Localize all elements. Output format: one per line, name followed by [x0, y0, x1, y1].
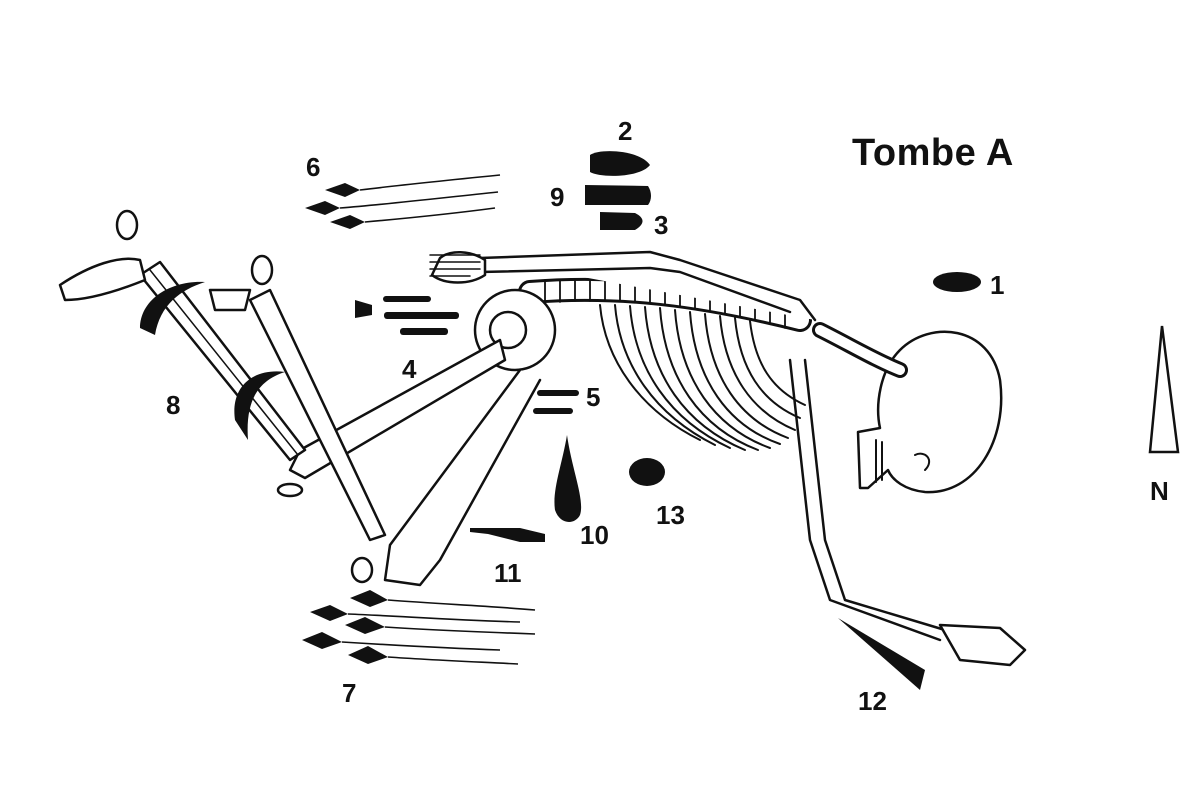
object-label-12: 12 [858, 686, 887, 716]
object-label-1: 1 [990, 270, 1005, 300]
object-label-13: 13 [656, 500, 685, 530]
object-label-3: 3 [654, 210, 669, 240]
object-label-7: 7 [342, 678, 357, 708]
object-label-11: 11 [494, 558, 522, 588]
object-label-5: 5 [586, 382, 601, 412]
object-label-4: 4 [402, 354, 417, 384]
object-label-10: 10 [580, 520, 609, 550]
north-arrow-icon [1148, 325, 1180, 454]
object-2-blade [590, 151, 650, 176]
object-label-9: 9 [550, 182, 565, 212]
object-label-2: 2 [618, 116, 633, 146]
object-label-8: 8 [166, 390, 181, 420]
north-label: N [1150, 476, 1169, 506]
object-label-6: 6 [306, 152, 321, 182]
tomb-title: Tombe A [852, 132, 1014, 174]
